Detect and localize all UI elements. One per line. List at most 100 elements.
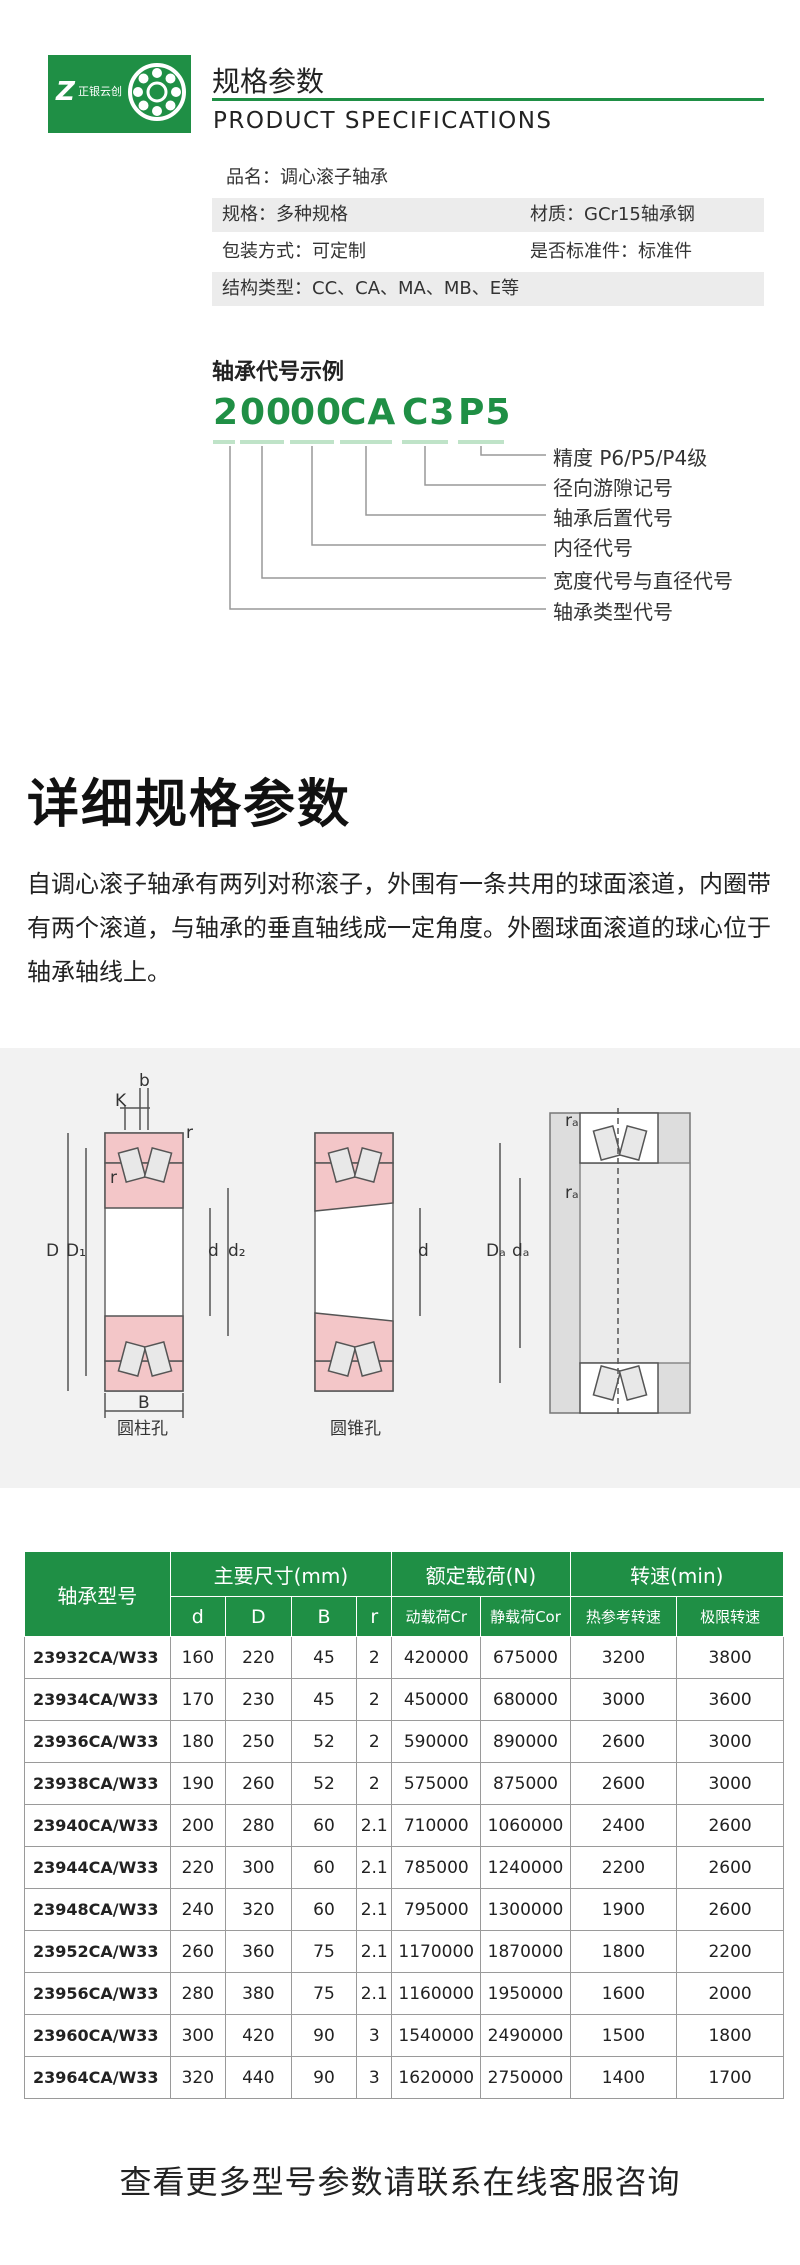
table-cell: 890000 [480,1720,571,1763]
table-cell: 1500 [569,2014,678,2057]
code-underline [340,440,392,444]
code-part-width: 00 [240,392,293,433]
table-cell: 45 [290,1636,358,1679]
table-cell: 190 [169,1762,227,1805]
header-dimensions: 主要尺寸(mm) [169,1551,393,1597]
logo-z-icon: Z [56,77,75,107]
header-ref-speed: 热参考转速 [569,1596,678,1637]
table-cell: 3600 [676,1678,784,1721]
table-cell: 280 [225,1804,292,1847]
table-cell: 300 [225,1846,292,1889]
table-cell: 280 [169,1972,227,2015]
table-cell: 3000 [676,1720,784,1763]
table-cell: 450000 [391,1678,482,1721]
code-underline [290,440,334,444]
product-name: 品名：调心滚子轴承 [226,167,388,188]
model-cell: 23964CA/W33 [24,2056,171,2099]
table-cell: 1160000 [391,1972,482,2015]
table-cell: 90 [290,2014,358,2057]
table-cell: 710000 [391,1804,482,1847]
header-d: d [169,1596,227,1637]
table-cell: 90 [290,2056,358,2099]
header-cr: 动载荷Cr [391,1596,482,1637]
table-cell: 420000 [391,1636,482,1679]
label-r: r [186,1123,193,1143]
product-material: 材质：GCr15轴承钢 [530,204,695,225]
table-cell: 3 [356,2056,393,2099]
table-cell: 250 [225,1720,292,1763]
table-cell: 1240000 [480,1846,571,1889]
table-cell: 3200 [569,1636,678,1679]
code-part-clearance: C3 [402,392,456,433]
table-cell: 3000 [569,1678,678,1721]
table-cell: 2.1 [356,1972,393,2015]
table-cell: 1800 [569,1930,678,1973]
title-divider [212,98,764,101]
table-cell: 1170000 [391,1930,482,1973]
table-cell: 45 [290,1678,358,1721]
logo-text: 正银云创 [78,85,122,98]
model-cell: 23938CA/W33 [24,1762,171,1805]
code-underline [213,440,235,444]
label-da-inner: dₐ [512,1241,529,1261]
table-cell: 300 [169,2014,227,2057]
table-cell: 2 [356,1720,393,1763]
footer-contact-note: 查看更多型号参数请联系在线客服咨询 [119,2163,681,2201]
table-cell: 1620000 [391,2056,482,2099]
bearing-ring-icon [128,63,186,121]
caption-tapered: 圆锥孔 [330,1419,381,1439]
table-cell: 75 [290,1930,358,1973]
table-cell: 2400 [569,1804,678,1847]
table-cell: 2600 [676,1888,784,1931]
table-cell: 1540000 [391,2014,482,2057]
table-cell: 2490000 [480,2014,571,2057]
model-cell: 23944CA/W33 [24,1846,171,1889]
info-row-structure: 结构类型：CC、CA、MA、MB、E等 [212,272,764,306]
table-cell: 3 [356,2014,393,2057]
table-cell: 2600 [676,1846,784,1889]
table-cell: 170 [169,1678,227,1721]
company-logo: Z 正银云创 [48,55,191,133]
code-underline [458,440,504,444]
label-d-bore: d [208,1241,219,1261]
table-cell: 3800 [676,1636,784,1679]
label-ra-top: rₐ [565,1111,579,1131]
label-b: b [139,1071,150,1091]
table-cell: 180 [169,1720,227,1763]
caption-cylindrical: 圆柱孔 [117,1419,168,1439]
header-D: D [225,1596,292,1637]
detail-paragraph: 自调心滚子轴承有两列对称滚子，外围有一条共用的球面滚道，内圈带有两个滚道，与轴承… [27,870,771,986]
table-cell: 320 [169,2056,227,2099]
spec-table: 轴承型号 主要尺寸(mm) 额定载荷(N) 转速(min) d D B r 动载… [24,1551,785,2099]
code-label-width: 宽度代号与直径代号 [553,569,733,593]
table-cell: 3000 [676,1762,784,1805]
bearing-diagram: b K r r D D₁ d d₂ B d rₐ rₐ Dₐ dₐ 圆柱孔 圆锥… [0,1048,800,1488]
header-speed: 转速(min) [569,1551,785,1597]
code-label-type: 轴承类型代号 [553,600,673,624]
code-part-bore: 00 [290,392,343,433]
table-cell: 52 [290,1762,358,1805]
header-cor: 静载荷Cor [480,1596,571,1637]
code-connector-lines [229,446,546,610]
table-cell: 2600 [569,1720,678,1763]
product-standard: 是否标准件：标准件 [530,241,692,262]
table-cell: 420 [225,2014,292,2057]
table-cell: 2 [356,1678,393,1721]
header-load: 额定载荷(N) [391,1551,571,1597]
table-cell: 2600 [569,1762,678,1805]
label-ra-inner: rₐ [565,1183,579,1203]
model-cell: 23956CA/W33 [24,1972,171,2015]
table-cell: 1800 [676,2014,784,2057]
code-part-type: 2 [213,392,240,433]
table-cell: 440 [225,2056,292,2099]
code-label-clearance: 径向游隙记号 [553,476,673,500]
table-cell: 785000 [391,1846,482,1889]
table-cell: 1900 [569,1888,678,1931]
label-k: K [115,1091,127,1111]
table-cell: 2750000 [480,2056,571,2099]
